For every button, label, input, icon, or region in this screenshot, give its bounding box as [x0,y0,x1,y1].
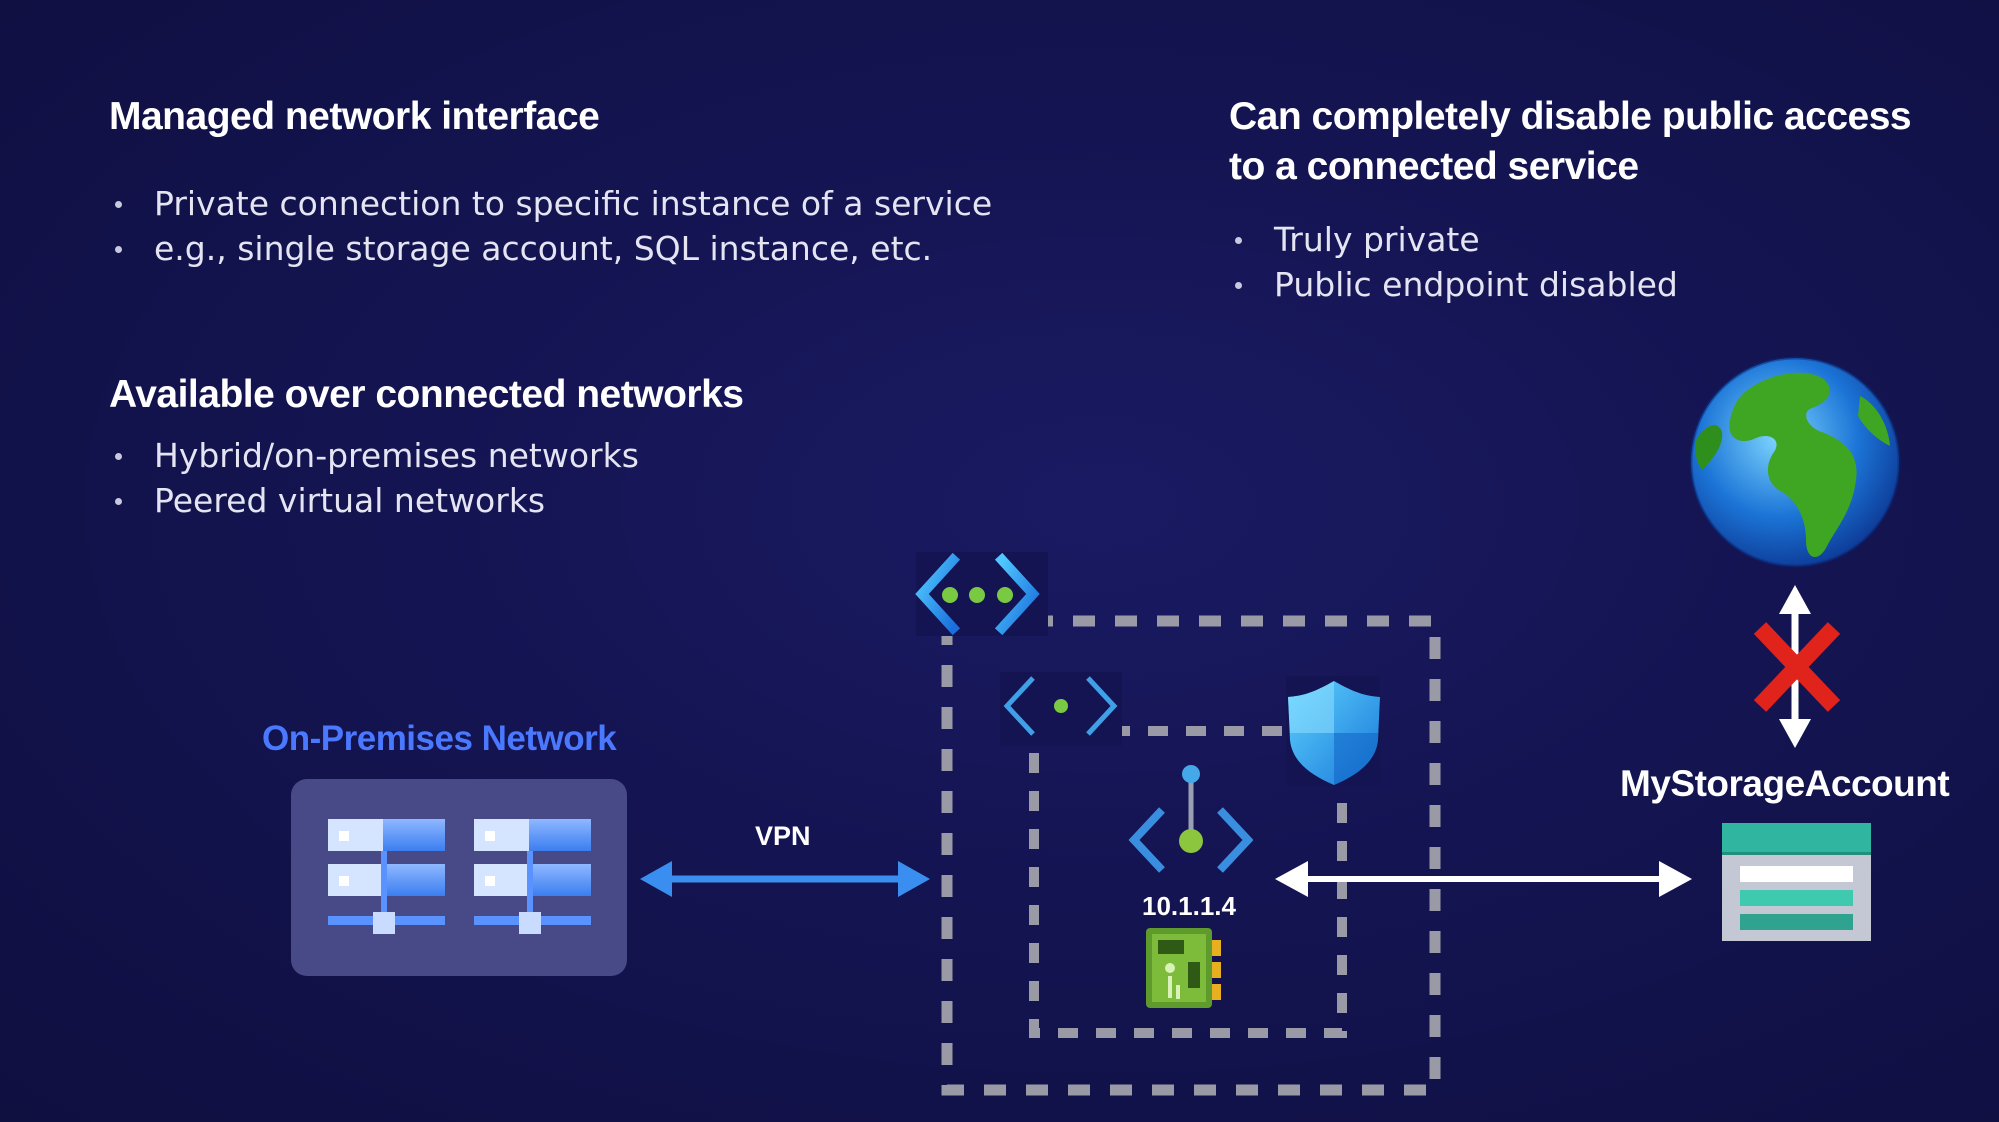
network-interface-card-icon [1146,928,1221,1008]
vpn-arrow [640,861,930,897]
heading-disable-public-access: Can completely disable public access to … [1229,92,1912,192]
bullet-item: Hybrid/on-premises networks [112,433,639,478]
virtual-network-icon [915,552,1048,636]
heading-line: Can completely disable public access [1229,95,1912,138]
bullet-item: e.g., single storage account, SQL instan… [112,226,992,271]
private-endpoint-icon [1128,765,1254,873]
managed-interface-bullets: Private connection to specific instance … [112,181,992,271]
heading-connected-networks: Available over connected networks [109,373,744,416]
security-shield-icon [1286,676,1380,786]
on-premises-panel [291,779,627,976]
disable-public-bullets: Truly private Public endpoint disabled [1232,217,1678,307]
heading-managed-network-interface: Managed network interface [109,95,600,138]
server-rack-icon [474,819,591,934]
storage-account-icon [1722,823,1871,941]
blocked-x-icon [1753,622,1841,712]
heading-line: to a connected service [1229,145,1639,188]
bullet-item: Peered virtual networks [112,478,639,523]
bullet-item: Truly private [1232,217,1678,262]
bullet-item: Public endpoint disabled [1232,262,1678,307]
bullet-item: Private connection to specific instance … [112,181,992,226]
private-ip-address: 10.1.1.4 [1142,891,1236,921]
private-link-arrow [1275,861,1692,897]
vpn-label: VPN [755,821,811,851]
on-premises-network-label: On-Premises Network [262,719,617,758]
virtual-network-boundary [941,615,1441,1096]
connected-networks-bullets: Hybrid/on-premises networks Peered virtu… [112,433,639,523]
storage-account-name: MyStorageAccount [1620,763,1950,804]
server-rack-icon [328,819,445,934]
globe-icon [1689,356,1901,568]
subnet-icon [1000,672,1122,746]
